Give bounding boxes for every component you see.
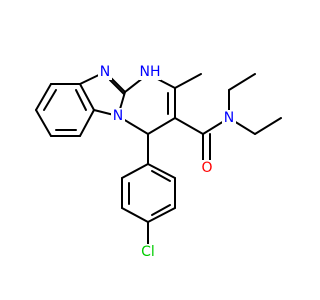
bond: [35, 109, 52, 137]
atom-label-o: O: [201, 160, 212, 176]
bond: [147, 117, 176, 135]
atom-label-n-amide: N: [224, 110, 234, 126]
chlorophenyl-ring: [121, 133, 176, 247]
bond: [147, 163, 176, 179]
bond: [35, 83, 52, 111]
bond-double-inner: [109, 79, 125, 95]
bond-double-inner: [43, 89, 57, 111]
atom-label-nh: NH: [140, 64, 161, 80]
bond-double-inner: [151, 170, 171, 182]
methyl-bond: [174, 73, 202, 89]
ethyl-bond: [228, 73, 256, 91]
bond: [174, 117, 204, 135]
bond: [79, 109, 95, 137]
bond-double-inner: [75, 89, 87, 111]
bond-double-inner: [151, 204, 171, 216]
bond: [79, 83, 95, 111]
atom-label-n: N: [100, 64, 110, 80]
atom-label-cl: Cl: [141, 244, 155, 260]
molecule-structure: N NH N N O Cl: [35, 64, 282, 260]
atom-labels: N NH N N O Cl: [98, 64, 236, 260]
bond: [147, 207, 176, 223]
atom-label-n: N: [113, 108, 123, 124]
bond: [121, 207, 149, 223]
bond: [121, 163, 149, 179]
benzene-ring-fused: [35, 83, 95, 137]
pyrimidine-ring: [117, 73, 176, 135]
ethyl-bond: [254, 117, 282, 135]
